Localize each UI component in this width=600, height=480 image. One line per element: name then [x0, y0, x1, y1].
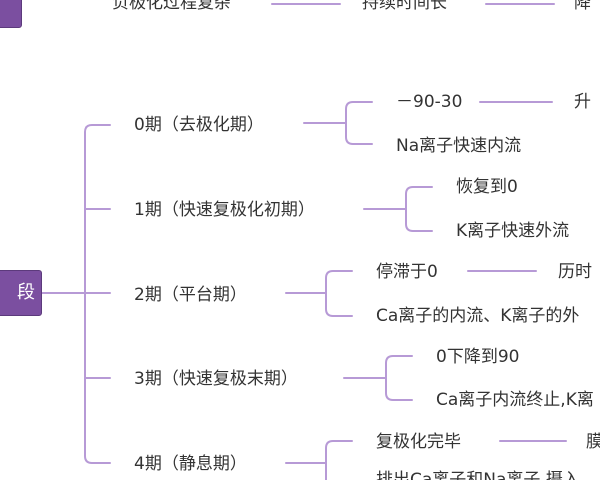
- phase-1-child-ion[interactable]: K离子快速外流: [456, 221, 570, 241]
- top-node-b[interactable]: 持续时间长: [362, 0, 447, 13]
- root-node[interactable]: 段: [0, 270, 42, 316]
- phase-0-child-range[interactable]: －90-30: [396, 92, 463, 112]
- phase-node-3[interactable]: 3期（快速复极末期）: [134, 369, 298, 389]
- connector-p1-fork: [405, 186, 433, 232]
- top-node-c[interactable]: 降: [574, 0, 591, 13]
- root-node-label: 段: [17, 282, 35, 303]
- phase-node-0[interactable]: 0期（去极化期）: [134, 115, 264, 135]
- phase-node-4[interactable]: 4期（静息期）: [134, 454, 247, 474]
- phase-1-child-recover[interactable]: 恢复到0: [456, 177, 518, 197]
- phase-3-child-drop[interactable]: 0下降到90: [436, 347, 520, 367]
- top-root-node[interactable]: [0, 0, 22, 28]
- phase-node-1[interactable]: 1期（快速复极化初期）: [134, 200, 315, 220]
- phase-4-child-complete[interactable]: 复极化完毕: [376, 432, 461, 452]
- phase-2-child-ion[interactable]: Ca离子的内流、K离子的外: [376, 306, 580, 326]
- phase-0-extra[interactable]: 升: [574, 92, 591, 112]
- phase-3-child-ion[interactable]: Ca离子内流终止,K离: [436, 390, 594, 410]
- phase-node-2[interactable]: 2期（平台期）: [134, 285, 247, 305]
- phase-0-child-ion[interactable]: Na离子快速内流: [396, 136, 522, 156]
- connector-p2-fork: [325, 270, 353, 317]
- connector-p0-fork: [345, 101, 373, 145]
- connector-p4-fork: [325, 440, 353, 480]
- phase-4-extra[interactable]: 膜: [586, 432, 600, 452]
- phase-2-child-stall[interactable]: 停滞于0: [376, 262, 438, 282]
- phase-2-extra[interactable]: 历时: [558, 262, 592, 282]
- phase-4-child-ion[interactable]: 排出Ca离子和Na离子,摄入: [376, 470, 580, 480]
- top-node-a[interactable]: 负极化过程复杂: [112, 0, 231, 13]
- connector-p3-fork: [385, 355, 413, 401]
